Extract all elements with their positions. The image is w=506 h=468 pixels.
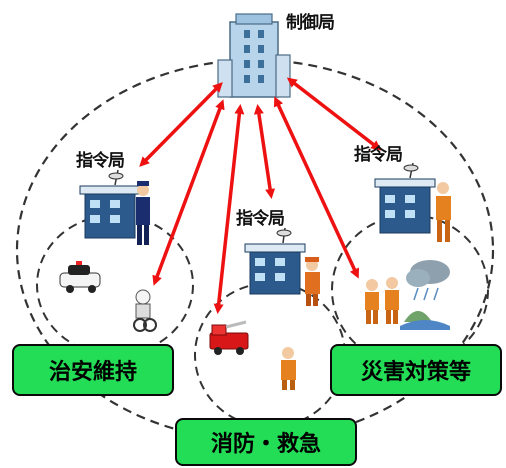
center-command-station-label: 指令局 [236, 209, 285, 229]
arrow-to-left-station [139, 82, 223, 167]
center-station-building-icon [244, 227, 306, 295]
police-car-icon [59, 261, 101, 293]
control-tower-icon [217, 13, 291, 98]
storm-flood-icon [400, 260, 450, 330]
arrow-to-center-station [253, 104, 276, 199]
police-bike-icon [133, 289, 157, 332]
disaster-tag: 災害対策等 [330, 344, 502, 396]
left-command-station-label: 指令局 [76, 151, 125, 171]
police-officer-icon [136, 181, 150, 245]
arrow-to-police-bike [152, 99, 225, 286]
coverage-right-circle [331, 214, 489, 366]
fire-truck-icon [209, 320, 249, 355]
disaster-worker-icon [436, 182, 451, 242]
control-station-label: 制御局 [286, 13, 335, 33]
left-station-building-icon [79, 169, 141, 239]
firefighter-icon [305, 257, 320, 306]
arrow-to-right-station [286, 77, 382, 151]
link-arrows [139, 77, 382, 314]
public-safety-tag: 治安維持 [12, 344, 174, 396]
arrow-to-fire-truck [213, 104, 245, 314]
fire-rescue-tag: 消防・救急 [175, 418, 357, 466]
right-station-building-icon [374, 162, 436, 234]
right-command-station-label: 指令局 [354, 145, 403, 165]
rescue-worker-icon [281, 347, 296, 390]
disaster-team-icon [365, 277, 399, 324]
